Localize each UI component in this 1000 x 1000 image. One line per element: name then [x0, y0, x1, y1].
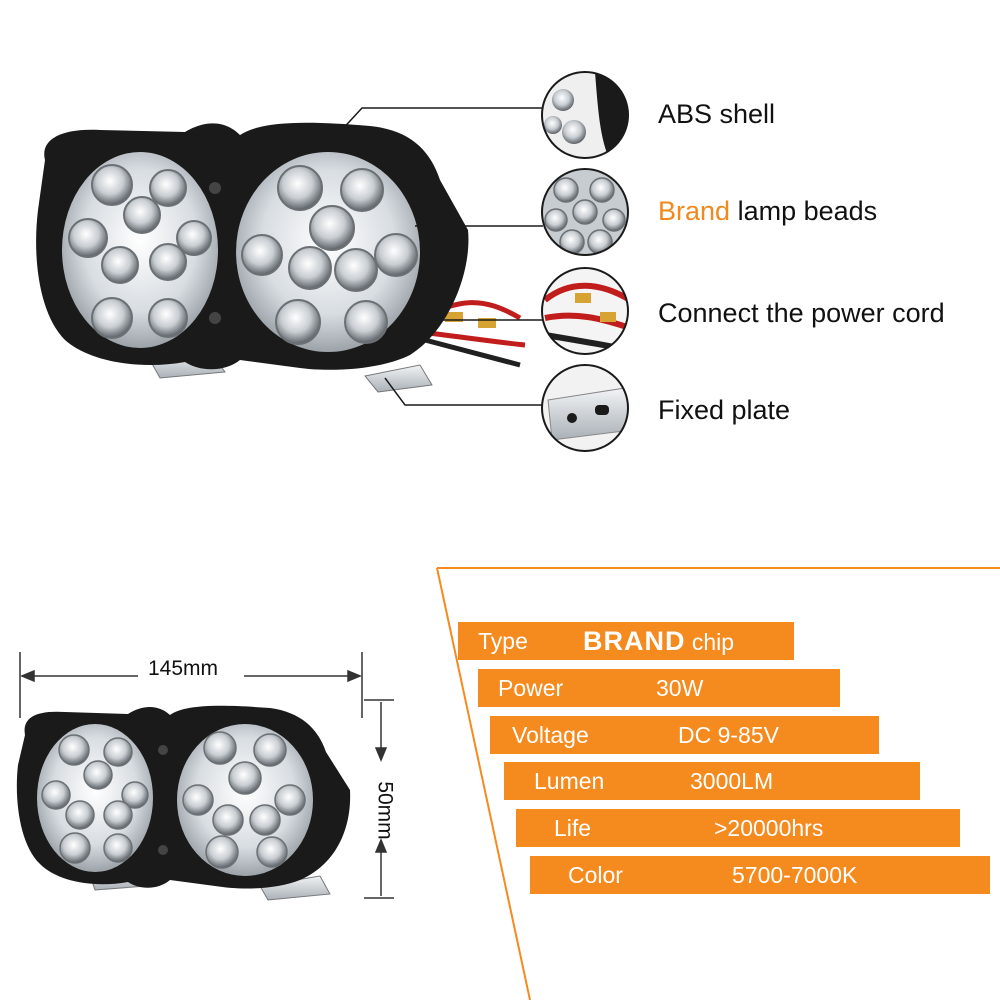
beads-bottom [41, 731, 306, 869]
top-lamp [36, 122, 526, 393]
spec-key-color: Color [568, 862, 623, 888]
spec-value-power: 30W [656, 675, 704, 701]
wire-connector-2 [478, 318, 496, 328]
screw-top [209, 182, 221, 194]
spec-row-voltage: Voltage DC 9-85V [490, 716, 879, 754]
callout-abs-shell: ABS shell [658, 101, 775, 128]
dimension-width: 145mm [148, 657, 219, 680]
callout-lamp-beads: Brand lamp beads [658, 198, 877, 225]
zoom-power-cord [541, 267, 629, 355]
callout-power-cord-label: Connect the power cord [658, 298, 945, 328]
screw-bottom [209, 312, 221, 324]
spec-key-life: Life [554, 815, 592, 841]
spec-key-lumen: Lumen [534, 768, 605, 794]
spec-value-life: >20000hrs [714, 815, 824, 841]
beads-left [68, 164, 212, 339]
spec-row-life: Life >20000hrs [516, 809, 960, 847]
spec-row-color: Color 5700-7000K [530, 856, 990, 894]
callout-abs-shell-label: ABS shell [658, 99, 776, 129]
callout-lamp-beads-label: lamp beads [737, 196, 878, 226]
dimension-height: 50mm [373, 781, 397, 840]
zoom-fixed-plate [541, 364, 629, 452]
zoom-lamp-beads [541, 168, 629, 256]
wire-red-2 [419, 329, 526, 348]
spec-row-lumen: Lumen 3000LM [504, 762, 920, 800]
spec-value-type: BRAND chip [583, 622, 734, 661]
wire-black [424, 337, 521, 368]
spec-brand: BRAND [583, 626, 686, 656]
callout-leaders [324, 107, 545, 406]
zoom-abs-shell [541, 71, 629, 159]
spec-key-power: Power [498, 675, 564, 701]
spec-value-type-text: chip [691, 629, 735, 655]
callout-fixed-plate: Fixed plate [658, 397, 790, 424]
dimension-lines [19, 652, 394, 899]
callout-power-cord: Connect the power cord [658, 300, 945, 327]
spec-value-color: 5700-7000K [732, 862, 858, 888]
spec-value-lumen: 3000LM [690, 768, 774, 794]
spec-key-type: Type [478, 628, 528, 654]
callout-lamp-beads-accent: Brand [658, 196, 731, 226]
beads-right [241, 165, 418, 345]
spec-value-voltage: DC 9-85V [678, 722, 779, 748]
wire-connector-1 [445, 312, 463, 322]
spec-row-type: Type BRAND chip [458, 622, 794, 660]
spec-key-voltage: Voltage [512, 722, 589, 748]
bottom-lamp [16, 705, 351, 901]
spec-row-power: Power 30W [478, 669, 840, 707]
spec-staircase-outline [436, 567, 1000, 1000]
callout-fixed-plate-label: Fixed plate [658, 395, 791, 425]
mount-plate-right [364, 364, 433, 393]
